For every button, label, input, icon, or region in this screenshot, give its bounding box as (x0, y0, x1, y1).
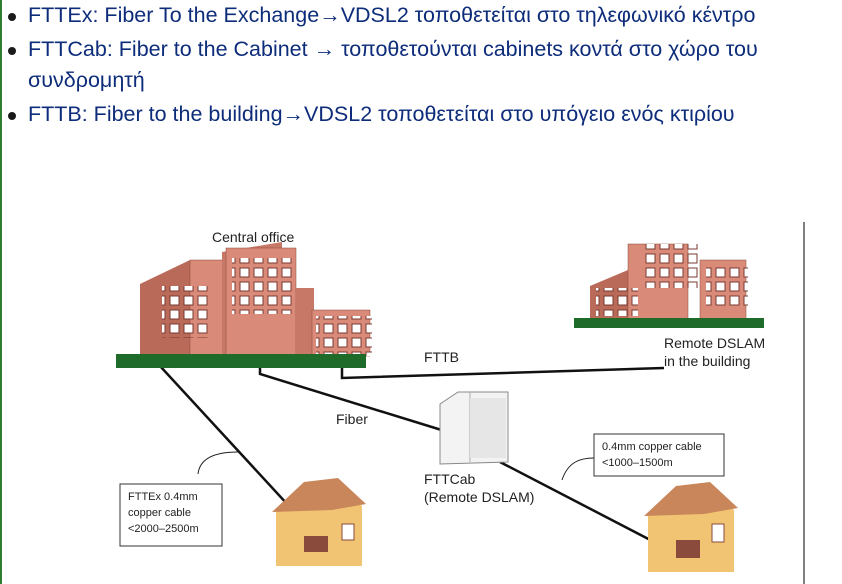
central-office-label: Central office (212, 229, 294, 245)
fttcab-label-2: (Remote DSLAM) (424, 489, 534, 505)
callout-box-fttcab (593, 433, 725, 477)
bullet-dot (8, 47, 16, 55)
bullet-list: FTTEx: Fiber To the Exchange→VDSL2 τοποθ… (6, 0, 836, 133)
arrow-icon: → (313, 37, 336, 61)
ground-strip (574, 318, 764, 328)
bullet-fttcab: FTTCab: Fiber to the Cabinet → τοποθετού… (6, 34, 836, 96)
fttcab-label-1: FTTCab (424, 471, 476, 487)
cable-cab-label-2: <1000–1500m (602, 457, 673, 469)
fttb-label: FTTB (424, 349, 459, 365)
callout-line-fttex (197, 451, 239, 475)
fttcab-copper-cable (499, 460, 661, 547)
remote-dslam-label-1: Remote DSLAM (664, 335, 765, 351)
ground-strip (116, 354, 366, 368)
central-office-building (116, 242, 372, 368)
fiber-label: Fiber (336, 411, 368, 427)
cable-cab-label-1: 0.4mm copper cable (602, 441, 702, 453)
left-border (0, 0, 2, 584)
remote-building (574, 243, 764, 328)
bullet-text: VDSL2 τοποθετείται στο τηλεφωνικό κέντρο (340, 3, 756, 27)
bullet-fttex: FTTEx: Fiber To the Exchange→VDSL2 τοποθ… (6, 0, 836, 31)
bullet-fttb: FTTB: Fiber to the building→VDSL2 τοποθε… (6, 99, 836, 130)
cable-ex-label-3: <2000–2500m (128, 523, 199, 535)
cables (159, 362, 665, 547)
bullet-text: VDSL2 τοποθετείται στο υπόγειο ενός κτιρ… (304, 102, 735, 126)
bullet-label: FTTCab: Fiber to the Cabinet (28, 37, 314, 61)
cabinet-icon (439, 391, 509, 465)
fiber-cable (258, 362, 449, 434)
house-icon-fttcab (644, 482, 738, 572)
arrow-icon: → (319, 3, 341, 27)
house-icon-fttex (272, 478, 366, 566)
bullet-label: FTTEx: Fiber To the Exchange (28, 3, 320, 27)
callout-box-fttex (119, 483, 223, 547)
remote-dslam-label-2: in the building (664, 353, 750, 369)
cable-ex-label-2: copper cable (128, 507, 191, 519)
bullet-text: τοποθετούνται cabinets κοντά στο χώρο το… (28, 37, 758, 92)
fttb-cable (340, 366, 665, 380)
cable-ex-label-1: FTTEx 0.4mm (128, 491, 198, 503)
fttex-copper-cable (159, 365, 301, 519)
bullet-dot (8, 112, 16, 120)
bullet-label: FTTB: Fiber to the building (28, 102, 283, 126)
bullet-dot (8, 13, 16, 21)
arrow-icon: → (282, 102, 305, 126)
callout-line-fttcab (561, 457, 595, 481)
